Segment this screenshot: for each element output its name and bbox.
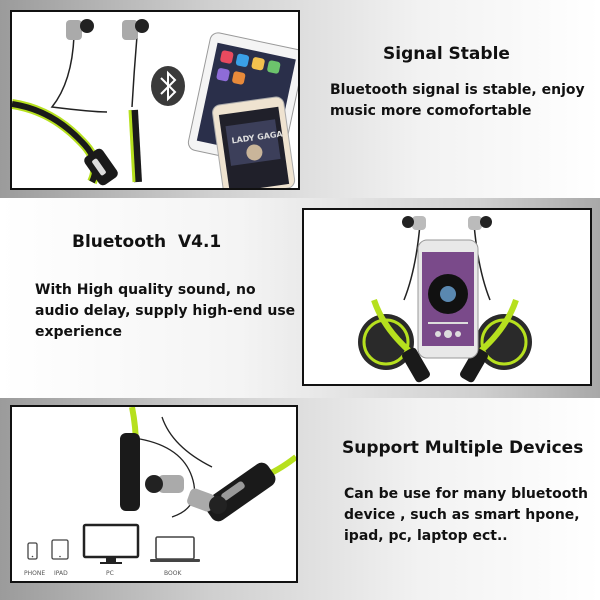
devices-description: Can be use for many bluetooth device , s…: [344, 486, 588, 544]
devices-product-photo: PHONE IPAD PC BOOK: [10, 405, 298, 583]
phone-image: LADY GAGA: [212, 96, 296, 188]
laptop-icon: [150, 536, 200, 562]
device-label-book: BOOK: [164, 570, 182, 577]
phone-icon: [27, 542, 38, 560]
earbud-left: [66, 19, 94, 40]
device-label-pc: PC: [106, 570, 114, 577]
bluetooth-icon: [151, 66, 185, 106]
device-label-phone: PHONE: [24, 570, 45, 577]
bluetooth-heading: Bluetooth V4.1: [72, 232, 222, 252]
pc-icon: [82, 523, 140, 564]
bluetooth-product-photo: [302, 208, 592, 386]
bluetooth-description: With High quality sound, no audio delay,…: [35, 282, 296, 340]
devices-heading: Support Multiple Devices: [342, 438, 584, 458]
signal-product-photo: LADY GAGA: [10, 10, 300, 190]
device-label-ipad: IPAD: [54, 570, 68, 577]
signal-description: Bluetooth signal is stable, enjoy music …: [330, 82, 585, 119]
signal-heading: Signal Stable: [383, 44, 510, 64]
tablet-icon: [51, 539, 69, 560]
